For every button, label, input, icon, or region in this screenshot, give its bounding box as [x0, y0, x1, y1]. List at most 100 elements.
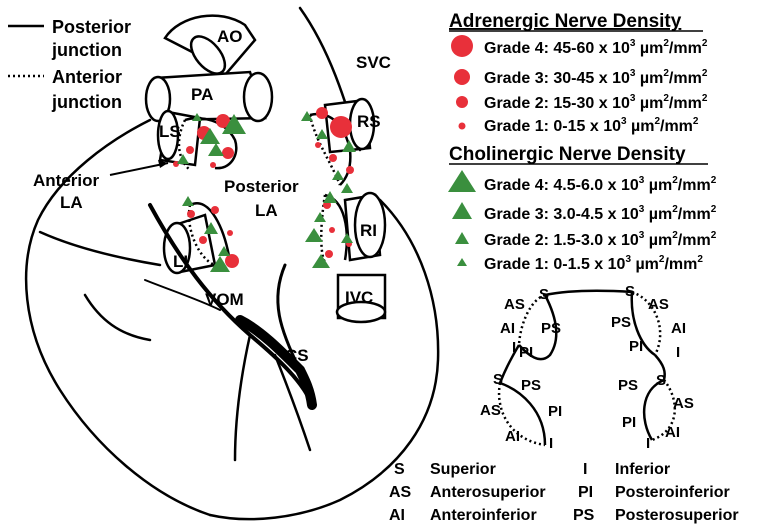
abbr-i-meaning: Inferior	[615, 461, 670, 478]
seg-ai-3: AI	[505, 428, 520, 445]
label-posterior-la-1: Posterior	[224, 177, 299, 196]
anterior-la-arrow	[109, 162, 169, 176]
cholinergic-marker	[342, 140, 356, 152]
segment-diagram: S S AS AS AI AI PS PS PI PI I I S S PS P…	[480, 283, 694, 452]
label-ao: AO	[217, 27, 243, 46]
label-li: LI	[173, 252, 188, 271]
cholinergic-grade1-text: Grade 1: 0-1.5 x 103 µm2/mm2	[484, 254, 703, 273]
cholinergic-grade4-symbol	[448, 170, 476, 192]
adrenergic-marker	[330, 116, 352, 138]
anterior-junction-label-1: Anterior	[52, 67, 122, 87]
label-pa: PA	[191, 85, 213, 104]
coronary-sinus	[144, 203, 317, 462]
cholinergic-legend: Cholinergic Nerve Density Grade 4: 4.5-6…	[448, 144, 717, 273]
cholinergic-grade3-text: Grade 3: 3.0-4.5 x 103 µm2/mm2	[484, 204, 717, 223]
posterior-junction-label-1: Posterior	[52, 17, 131, 37]
label-rs: RS	[357, 112, 381, 131]
cholinergic-marker	[316, 129, 328, 139]
cholinergic-grade3-symbol	[452, 202, 472, 219]
cholinergic-marker	[312, 254, 330, 268]
abbr-pi-meaning: Posteroinferior	[615, 484, 730, 501]
adrenergic-grade3-text: Grade 3: 30-45 x 103 µm2/mm2	[484, 68, 708, 87]
adrenergic-grade4-symbol	[451, 35, 473, 57]
abbr-s: S	[394, 461, 405, 478]
anterior-junction-label-2: junction	[51, 92, 122, 112]
label-ivc: IVC	[345, 288, 373, 307]
adrenergic-grade1-symbol	[458, 122, 466, 130]
abbr-ps-meaning: Posterosuperior	[615, 507, 739, 524]
seg-as-3: AS	[480, 402, 501, 419]
abbr-ai-meaning: Anteroinferior	[430, 507, 537, 524]
adrenergic-marker	[210, 162, 216, 168]
label-anterior-la-1: Anterior	[33, 171, 100, 190]
seg-i-3: I	[549, 435, 553, 452]
cholinergic-marker	[323, 191, 337, 203]
abbr-i: I	[583, 461, 587, 478]
abbr-ps: PS	[573, 507, 595, 524]
seg-s-2: S	[625, 283, 635, 300]
anatomy-labels: AO SVC PA LS RS Anterior LA Posterior LA…	[33, 27, 391, 365]
cholinergic-marker	[218, 246, 230, 256]
adrenergic-grade1-text: Grade 1: 0-15 x 103 µm2/mm2	[484, 116, 699, 135]
adrenergic-marker	[211, 206, 219, 214]
adrenergic-marker	[216, 114, 230, 128]
adrenergic-marker	[346, 166, 354, 174]
cholinergic-marker	[301, 111, 313, 121]
cholinergic-grade1-symbol	[457, 258, 467, 266]
label-ls: LS	[159, 122, 181, 141]
adrenergic-grade2-symbol	[456, 96, 468, 108]
cholinergic-marker	[210, 256, 230, 272]
cholinergic-marker	[208, 143, 224, 156]
adrenergic-marker	[329, 154, 337, 162]
anterior-la-arrowhead	[158, 160, 168, 168]
abbr-as: AS	[389, 484, 412, 501]
adrenergic-marker	[227, 230, 233, 236]
nerve-markers	[173, 107, 356, 272]
cholinergic-marker	[177, 154, 189, 164]
abbr-ai: AI	[389, 507, 405, 524]
aorta-pa-vessels	[144, 14, 274, 123]
seg-ai-2: AI	[671, 320, 686, 337]
label-vom: VOM	[205, 290, 244, 309]
cholinergic-marker	[192, 113, 202, 121]
seg-pi-3: PI	[548, 403, 562, 420]
adrenergic-marker	[325, 250, 333, 258]
label-cs: CS	[285, 346, 309, 365]
seg-s-1: S	[539, 286, 549, 303]
abbr-s-meaning: Superior	[430, 461, 496, 478]
adrenergic-marker	[329, 227, 335, 233]
seg-ps-4: PS	[618, 377, 638, 394]
seg-ai-1: AI	[500, 320, 515, 337]
adrenergic-marker	[199, 236, 207, 244]
cholinergic-marker	[314, 212, 326, 222]
cholinergic-grade2-text: Grade 2: 1.5-3.0 x 103 µm2/mm2	[484, 230, 717, 249]
label-svc: SVC	[356, 53, 391, 72]
adrenergic-marker	[225, 254, 239, 268]
cholinergic-marker	[182, 196, 194, 206]
adrenergic-grade4-text: Grade 4: 45-60 x 103 µm2/mm2	[484, 38, 708, 57]
cholinergic-marker	[341, 183, 353, 193]
adrenergic-grade2-text: Grade 2: 15-30 x 103 µm2/mm2	[484, 93, 708, 112]
adrenergic-marker	[316, 107, 328, 119]
cholinergic-marker	[332, 170, 344, 180]
seg-ps-3: PS	[521, 377, 541, 394]
cholinergic-marker	[305, 228, 323, 242]
label-anterior-la-2: LA	[60, 193, 83, 212]
abbreviation-key: S Superior AS Anterosuperior AI Anteroin…	[389, 461, 739, 524]
cholinergic-marker	[204, 222, 218, 234]
seg-i-4: I	[646, 435, 650, 452]
adrenergic-marker	[186, 146, 194, 154]
seg-pi-1: PI	[519, 344, 533, 361]
seg-s-4: S	[656, 372, 666, 389]
seg-s-3: S	[493, 371, 503, 388]
adrenergic-marker	[315, 142, 321, 148]
cholinergic-marker	[341, 233, 353, 243]
cholinergic-marker	[222, 114, 246, 134]
posterior-junction-label-2: junction	[51, 40, 122, 60]
abbr-as-meaning: Anterosuperior	[430, 484, 546, 501]
adrenergic-marker	[187, 210, 195, 218]
cholinergic-grade2-symbol	[455, 232, 469, 244]
adrenergic-marker	[173, 161, 179, 167]
seg-pi-2: PI	[629, 338, 643, 355]
adrenergic-grade3-symbol	[454, 69, 470, 85]
